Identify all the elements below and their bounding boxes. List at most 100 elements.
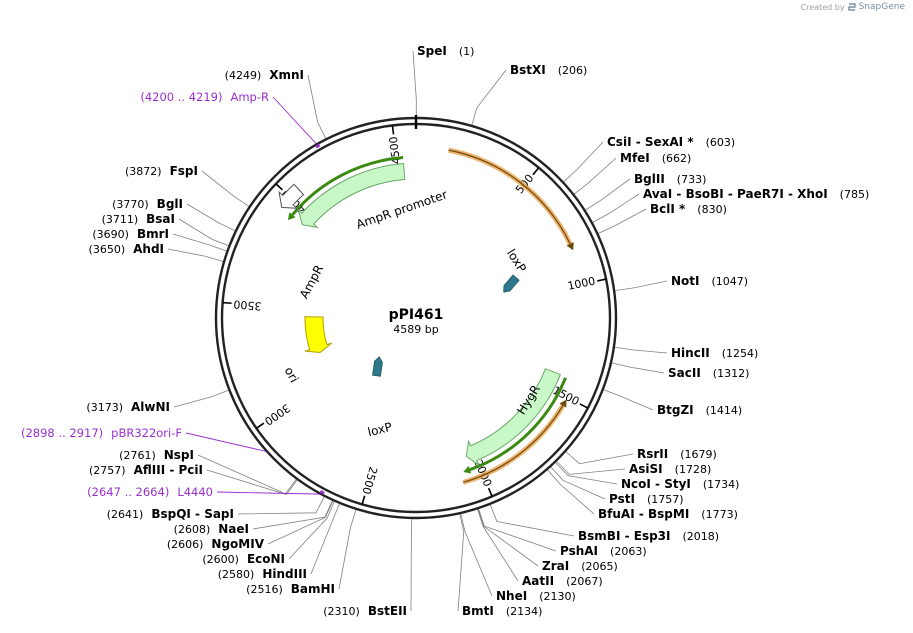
tick-mark <box>487 487 493 497</box>
site-name: AhdI <box>133 242 164 256</box>
site-name: PstI <box>609 492 635 506</box>
site-leader <box>307 74 327 139</box>
primer-mark <box>319 490 325 495</box>
site-name: BsmBI - Esp3I <box>578 529 670 543</box>
orange-arc <box>448 147 573 246</box>
green-arrowhead <box>463 465 472 474</box>
plasmid-length: 4589 bp <box>393 323 438 336</box>
site-name: NgoMIV <box>211 537 264 551</box>
site-name: FspI <box>170 164 198 178</box>
green-line <box>291 156 404 216</box>
site-name: BfuAI - BspMI <box>598 507 689 521</box>
site-leader <box>457 514 465 612</box>
site-leader <box>252 500 333 530</box>
site-name: SacII <box>668 366 701 380</box>
primer-name: L4440 <box>177 485 213 499</box>
site-name: NheI <box>496 589 527 603</box>
site-name: MfeI <box>620 151 650 165</box>
site-position: (3173) <box>86 401 123 414</box>
site-leader <box>547 469 595 515</box>
site-name: BamHI <box>291 582 335 596</box>
tick-mark <box>222 301 232 305</box>
tick-mark <box>255 422 265 429</box>
site-position: (1757) <box>647 493 684 506</box>
plasmid-center-label: pPI461 4589 bp <box>389 307 444 336</box>
site-name: AsiSI <box>629 462 663 476</box>
site-leader <box>186 203 236 232</box>
feature-hygr-arrow <box>465 368 561 467</box>
primer-name: pBR322ori-F <box>111 426 182 440</box>
site-name: XmnI <box>269 68 304 82</box>
site-leader <box>338 509 357 590</box>
credit-brand: SnapGene <box>858 2 905 12</box>
site-position: (785) <box>840 188 870 201</box>
site-position: (3650) <box>89 243 126 256</box>
site-leader <box>172 233 227 252</box>
feature-loxp-1-arrow <box>503 274 520 293</box>
feature-label: loxP <box>504 247 529 275</box>
primer-leader <box>272 96 318 145</box>
site-leader <box>460 513 493 597</box>
site-name: BclI * <box>650 202 686 216</box>
site-leader <box>267 500 334 545</box>
orange-arc-core <box>448 149 571 245</box>
feature-label: loxP <box>366 420 393 440</box>
site-leader <box>563 141 604 182</box>
site-leader <box>477 509 519 582</box>
green-line <box>469 377 567 472</box>
site-position: (1773) <box>701 508 738 521</box>
orange-arrowhead <box>566 242 574 251</box>
snapgene-logo-icon <box>847 3 856 11</box>
site-leader-lines <box>167 50 668 612</box>
site-leader <box>615 280 668 291</box>
site-leader <box>585 178 631 211</box>
feature-loxp-2-arrow <box>372 356 383 377</box>
site-position: (1679) <box>680 448 717 461</box>
primer-range: (4200 .. 4219) <box>140 90 222 104</box>
site-position: (206) <box>558 64 588 77</box>
primer-range: (2647 .. 2664) <box>87 485 169 499</box>
tick-mark <box>361 495 366 505</box>
site-leader <box>489 504 575 537</box>
site-position: (2018) <box>682 530 719 543</box>
site-leader <box>611 362 665 374</box>
site-name: SpeI <box>417 44 447 58</box>
site-position: (2065) <box>581 560 618 573</box>
site-leader <box>477 509 539 567</box>
feature-label: AmpR promoter <box>354 187 449 231</box>
site-labels: SpeI(1)BstXI(206)CsiI - SexAI *(603)MfeI… <box>21 44 869 618</box>
site-position: (2516) <box>246 583 283 596</box>
site-position: (830) <box>697 203 727 216</box>
site-position: (2580) <box>218 568 255 581</box>
site-name: EcoNI <box>247 552 285 566</box>
primer-leader <box>185 432 268 453</box>
site-name: ZraI <box>542 559 569 573</box>
site-name: BspQI - SapI <box>151 507 234 521</box>
tick-label: 2500 <box>359 465 379 496</box>
site-name: HindIII <box>262 567 307 581</box>
site-position: (2608) <box>174 523 211 536</box>
snapgene-credit: Created by SnapGene <box>801 2 905 12</box>
site-leader <box>550 466 606 500</box>
feature-ori-arrow <box>304 316 332 353</box>
orange-arrowhead <box>559 399 567 408</box>
site-name: BstEII <box>368 604 407 618</box>
site-position: (1047) <box>712 275 749 288</box>
site-leader <box>201 170 250 207</box>
feature-ampr-promoter-arrow <box>278 183 305 209</box>
site-name: BglI <box>157 197 183 211</box>
site-leader <box>310 503 340 575</box>
green-arrowhead <box>287 212 296 221</box>
credit-text: Created by <box>800 2 845 12</box>
site-name: BmtI <box>462 604 494 618</box>
plasmid-name: pPI461 <box>389 307 444 323</box>
site-leader <box>173 389 229 408</box>
tick-label: 3500 <box>233 297 262 312</box>
site-leader <box>167 248 224 262</box>
site-position: (2063) <box>610 545 647 558</box>
feature-ampr-arrow <box>297 162 406 229</box>
site-leader <box>237 496 325 515</box>
site-name: BstXI <box>510 63 546 77</box>
site-position: (733) <box>677 173 707 186</box>
